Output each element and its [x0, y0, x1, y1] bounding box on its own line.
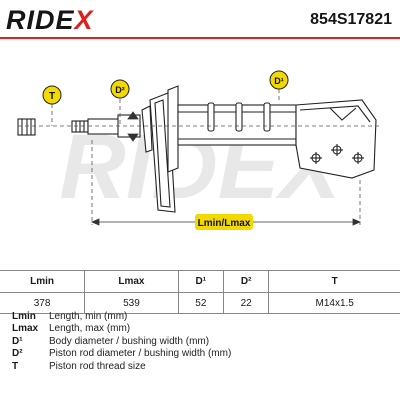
- specs-value-row: 378 539 52 22 M14x1.5: [0, 292, 400, 314]
- spec-value: 22: [222, 292, 269, 314]
- specs-header-row: Lmin Lmax D¹ D² T: [0, 270, 400, 293]
- thread-marker-label: T: [49, 91, 55, 102]
- spec-header: Lmin: [0, 270, 85, 293]
- specs-table: Lmin Lmax D¹ D² T 378 539 52 22 M14x1.5: [0, 270, 400, 314]
- legend: Lmin Length, min (mm) Lmax Length, max (…: [12, 310, 231, 373]
- legend-text: Body diameter / bushing width (mm): [49, 335, 210, 347]
- rod-diameter-marker-label: D²: [115, 85, 125, 95]
- legend-code: Lmax: [12, 323, 39, 335]
- header-divider: [0, 37, 400, 39]
- body-diameter-marker: D¹: [269, 70, 289, 90]
- spec-header: Lmax: [84, 270, 179, 293]
- legend-code: D²: [12, 348, 23, 360]
- spec-header: D²: [222, 270, 269, 293]
- part-number: 854S17821: [310, 11, 392, 28]
- spec-value: 52: [177, 292, 224, 314]
- legend-item: Lmax Length, max (mm): [12, 323, 231, 336]
- legend-text: Piston rod diameter / bushing width (mm): [49, 348, 232, 360]
- body-diameter-marker-label: D¹: [274, 76, 284, 86]
- length-dimension-label: Lmin/Lmax: [195, 214, 253, 230]
- legend-item: Lmin Length, min (mm): [12, 310, 231, 323]
- spec-header: D¹: [177, 270, 224, 293]
- legend-text: Length, min (mm): [49, 310, 128, 322]
- length-dimension-text: Lmin/Lmax: [198, 218, 251, 229]
- legend-text: Length, max (mm): [49, 323, 131, 335]
- legend-item: D² Piston rod diameter / bushing width (…: [12, 348, 231, 361]
- knuckle-bracket: [295, 99, 377, 179]
- legend-item: T Piston rod thread size: [12, 360, 231, 373]
- legend-code: D¹: [12, 335, 23, 347]
- legend-code: Lmin: [12, 310, 36, 322]
- legend-text: Piston rod thread size: [49, 360, 146, 372]
- legend-code: T: [12, 360, 19, 372]
- spec-value: 378: [0, 292, 85, 314]
- spec-header: T: [268, 270, 400, 293]
- spec-value: M14x1.5: [268, 292, 400, 314]
- shock-absorber-drawing: RIDEX: [17, 70, 380, 230]
- spec-value: 539: [84, 292, 179, 314]
- rod-diameter-marker: D²: [110, 79, 130, 99]
- thread-marker: T: [42, 85, 62, 105]
- legend-item: D¹ Body diameter / bushing width (mm): [12, 335, 231, 348]
- brand-logo: RIDEX: [6, 5, 94, 35]
